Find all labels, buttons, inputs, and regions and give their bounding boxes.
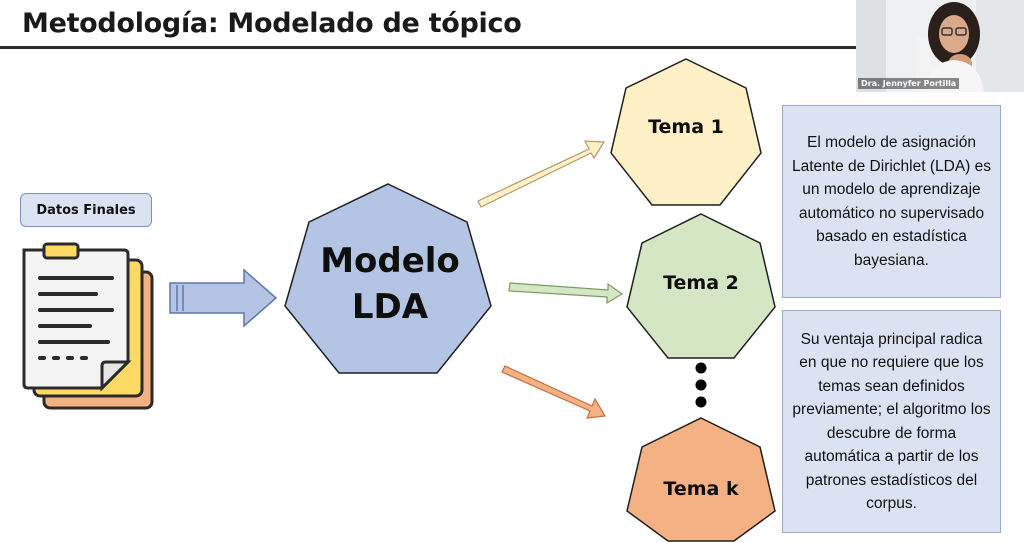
lda-advantage-text: Su ventaja principal radica en que no re… (792, 330, 991, 513)
lda-model-label: Modelo LDA (290, 238, 490, 330)
arrow-to-topic-2 (508, 282, 624, 305)
lda-description-text: El modelo de asignación Latente de Diric… (791, 134, 991, 269)
presenter-video-frame (856, 0, 1024, 92)
input-arrow (169, 268, 278, 328)
slide-title: Metodología: Modelado de tópico (22, 8, 522, 39)
arrow-to-topic-1 (477, 140, 606, 208)
topic-2-label: Tema 2 (663, 272, 739, 294)
ellipsis-dots-icon (695, 362, 707, 408)
title-divider (0, 46, 862, 49)
lda-model-label-line1: Modelo (320, 241, 460, 281)
topic-2-shape (626, 213, 776, 359)
lda-description-box: El modelo de asignación Latente de Diric… (782, 105, 1001, 298)
lda-advantage-box: Su ventaja principal radica en que no re… (782, 310, 1001, 533)
topic-1-shape (610, 58, 762, 206)
arrow-to-topic-k (501, 365, 606, 419)
participant-video-tile[interactable]: Dra. Jennyfer Portilla (856, 0, 1024, 92)
topic-1-label: Tema 1 (648, 116, 724, 138)
topic-k-shape (626, 417, 776, 542)
input-data-badge: Datos Finales (20, 193, 152, 227)
participant-name-label: Dra. Jennyfer Portilla (858, 78, 960, 89)
lda-model-label-line2: LDA (351, 287, 429, 327)
lda-model-shape (284, 183, 492, 374)
documents-icon (22, 242, 154, 410)
topic-k-label: Tema k (663, 478, 739, 500)
